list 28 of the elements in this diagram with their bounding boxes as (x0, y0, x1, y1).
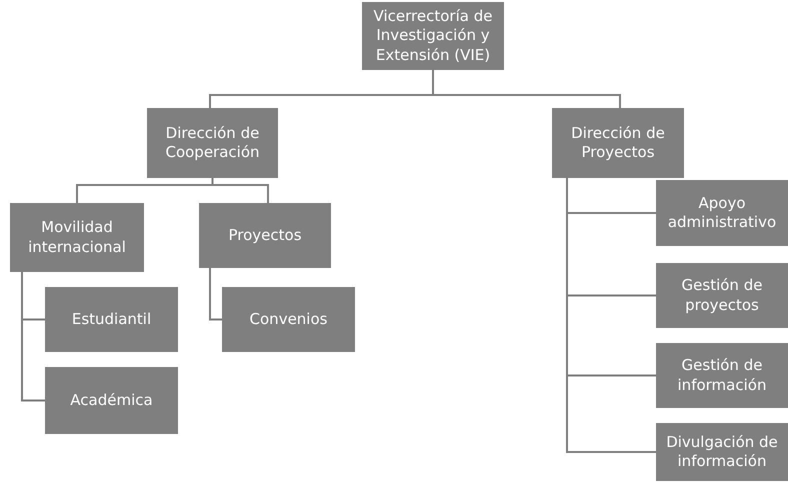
org-unit-box (45, 287, 178, 352)
connector-line (209, 268, 222, 320)
org-unit-box (656, 263, 788, 328)
org-unit-box (656, 180, 788, 246)
org-unit-box (147, 108, 278, 178)
unit-name: Proyectos (228, 226, 302, 246)
unit-name: Vicerrectoría de Investigación y Extensión (VIE) (372, 6, 494, 66)
connector-line (432, 70, 621, 108)
org-unit-box (656, 423, 788, 481)
unit-name: Gestión de proyectos (680, 276, 764, 315)
org-unit-box (552, 108, 684, 178)
unit-name: Dirección de Proyectos (570, 124, 666, 162)
unit-name: Apoyo administrativo (666, 194, 778, 232)
unit-name: Estudiantil (72, 310, 152, 330)
org-unit-box (222, 287, 355, 352)
org-unit-box (199, 203, 331, 268)
connector-line (566, 178, 656, 453)
connector-line (21, 272, 45, 402)
org-unit-box (45, 367, 178, 434)
unit-name: Académica (70, 390, 153, 410)
unit-name: Convenios (250, 310, 328, 330)
org-unit-box (10, 203, 144, 272)
org-unit-box (656, 343, 788, 408)
unit-name: Gestión de información (676, 356, 768, 395)
unit-name: Dirección de Cooperación (164, 124, 261, 162)
unit-name: Movilidad internacional (27, 218, 127, 257)
org-unit-box (362, 2, 504, 70)
unit-name: Divulgación de información (665, 432, 779, 472)
